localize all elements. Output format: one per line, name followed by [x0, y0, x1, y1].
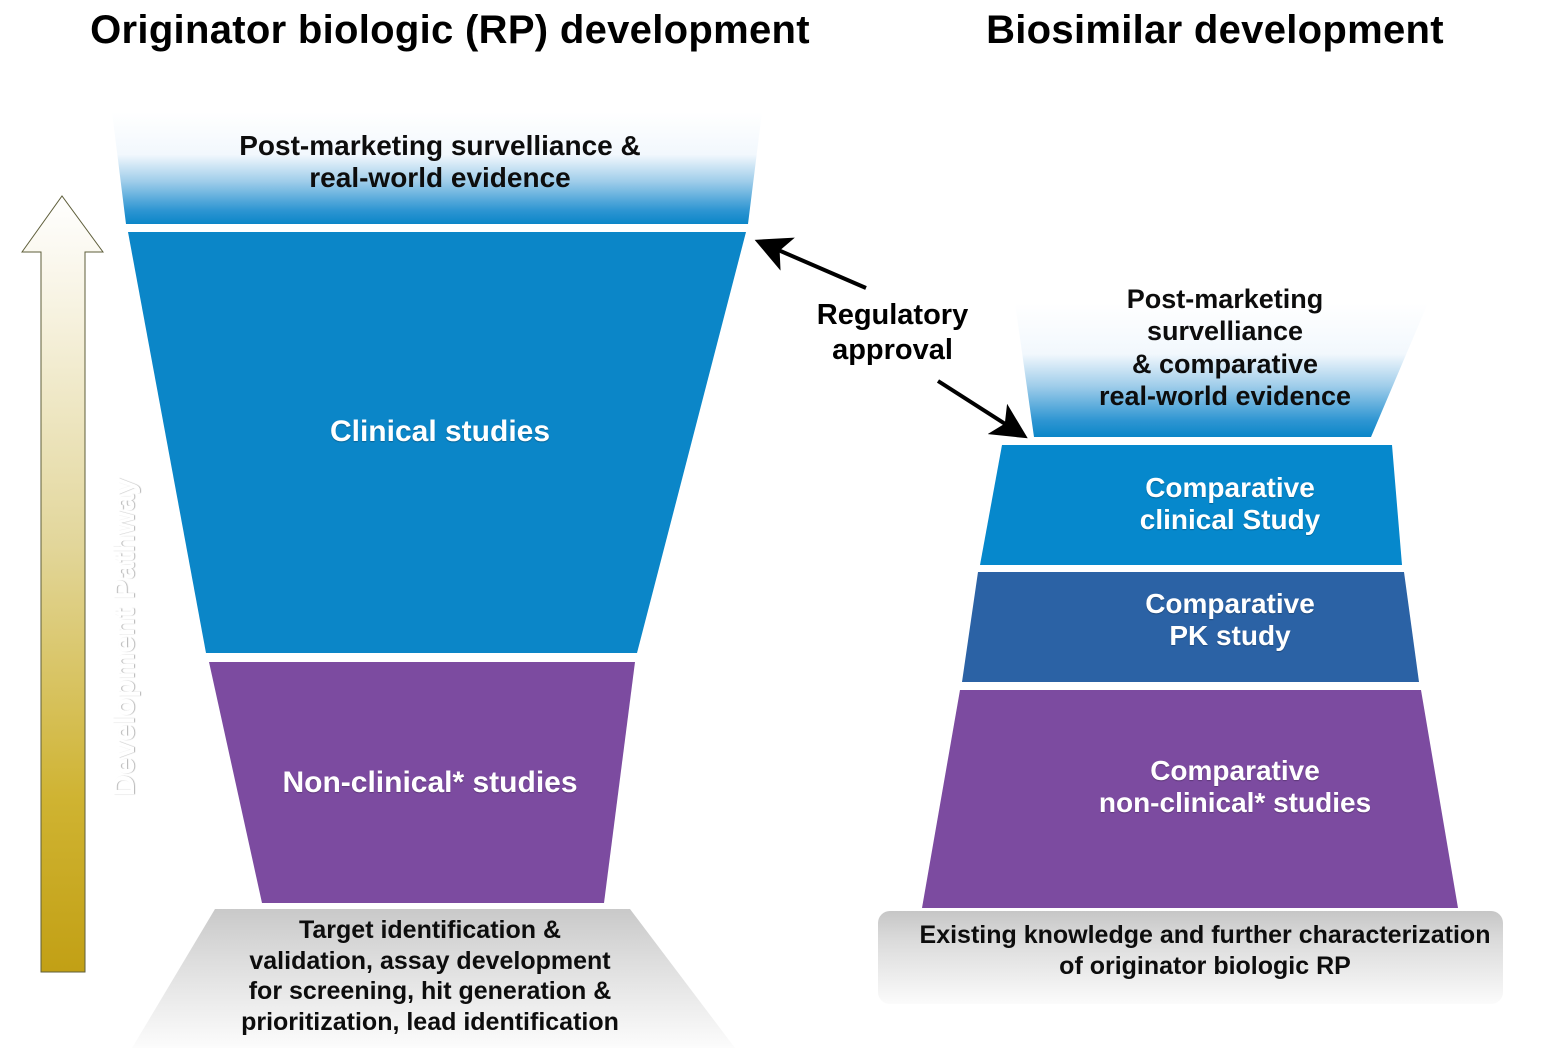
right-band-label-post-marketing: Post-marketing survelliance & comparativ…: [1098, 284, 1352, 412]
development-pathway-label: Development Pathway: [108, 477, 141, 797]
left-funnel-base: [132, 909, 735, 1048]
right-band-label-comparative-non-clinical-studies: Comparative non-clinical* studies: [1098, 755, 1372, 819]
right-funnel-band-comparative-non-clinical-studies: [922, 690, 1458, 908]
right-base-label: Existing knowledge and further character…: [919, 921, 1491, 980]
right-funnel-base: [878, 911, 1503, 1004]
right-band-label-comparative-clinical-study: Comparative clinical Study: [1139, 472, 1321, 536]
right-band-label-comparative-pk-study: Comparative PK study: [1145, 588, 1315, 652]
left-base-label: Target identification & validation, assa…: [241, 916, 619, 1036]
right-funnel-band-comparative-pk-study: [962, 572, 1419, 682]
arrow-to-biosimilar: [936, 379, 1028, 439]
right-funnel-band-comparative-clinical-study: [980, 445, 1402, 565]
left-band-label-non-clinical-studies: Non-clinical* studies: [282, 766, 578, 799]
left-band-label-post-marketing: Post-marketing survelliance & real-world…: [239, 130, 641, 194]
page-title-biosimilar: Biosimilar development: [986, 8, 1444, 52]
page-title-originator: Originator biologic (RP) development: [90, 8, 810, 52]
arrow-to-originator: [754, 237, 867, 290]
left-band-label-clinical-studies: Clinical studies: [329, 415, 551, 448]
left-funnel-band-non-clinical-studies: [209, 662, 635, 903]
right-funnel-band-post-marketing: [1015, 303, 1428, 437]
left-funnel-band-clinical-studies: [128, 232, 746, 653]
regulatory-approval-label: Regulatory approval: [816, 299, 969, 366]
development-pathway-arrow: [21, 195, 104, 973]
left-funnel-band-post-marketing: [112, 112, 762, 224]
